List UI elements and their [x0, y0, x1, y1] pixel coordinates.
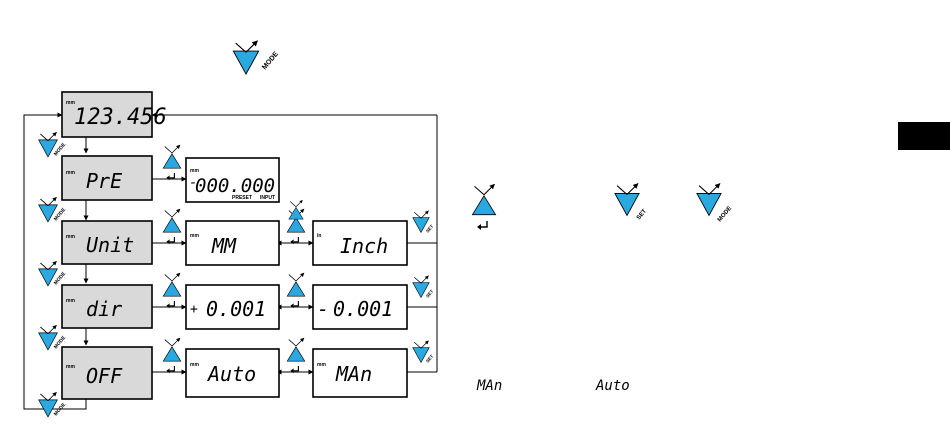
dir-option-minus-value: 0.001 [333, 297, 393, 321]
svg-text:mm: mm [66, 298, 75, 304]
menu-dir-label: dir [86, 297, 122, 321]
enter-button-icon [163, 273, 181, 308]
svg-text:SET: SET [425, 354, 435, 364]
enter-button-icon [287, 338, 305, 373]
enter-button-icon [163, 209, 181, 244]
off-option-man-value: MAn [335, 362, 372, 386]
preset-caption-right: INPUT [260, 195, 275, 201]
enter-button-icon [163, 338, 181, 373]
svg-text:MODE: MODE [261, 50, 280, 71]
unit-option-inch-unit: in [317, 233, 321, 239]
unit-option-mm-value: MM [211, 234, 237, 258]
dir-option-plus-value: 0.001 [206, 297, 266, 321]
menu-unit-label: Unit [86, 233, 134, 257]
enter-button-icon [163, 145, 181, 180]
legend-enter-button-icon [472, 184, 495, 230]
svg-text:MODE: MODE [717, 206, 733, 224]
legend-man-text: MAn [476, 378, 502, 394]
dir-option-plus: + 0.001 [186, 285, 279, 329]
menu-pre: mm PrE [62, 156, 152, 200]
dir-option-minus: - 0.001 [313, 285, 407, 329]
svg-text:mm: mm [66, 170, 75, 176]
main-display-value: 123.456 [74, 105, 167, 130]
preset-caption-left: PRESET [232, 195, 252, 201]
menu-off: mm OFF [62, 347, 152, 399]
dir-option-minus-sign: - [317, 297, 329, 321]
svg-text:mm: mm [317, 362, 326, 368]
off-option-auto-value: Auto [206, 362, 256, 386]
set-button-icon: SET [413, 276, 435, 299]
svg-text:mm: mm [66, 234, 75, 240]
menu-unit: mm Unit [62, 221, 152, 264]
set-button-icon: SET [413, 211, 435, 234]
svg-text:SET: SET [636, 208, 648, 221]
main-display: mm 123.456 [62, 92, 167, 137]
enter-button-icon [289, 200, 303, 219]
unit-option-inch: in Inch [313, 221, 407, 265]
svg-text:mm: mm [190, 233, 199, 239]
mode-button-icon: MODE [39, 261, 68, 286]
legend-set-button-icon: SET [615, 184, 648, 222]
legend-mode-button-icon: MODE [697, 184, 733, 224]
off-option-man: mm MAn [313, 349, 407, 397]
off-option-auto: mm Auto [186, 349, 279, 397]
preset-display: mm - 000.000 PRESET INPUT [186, 158, 279, 202]
svg-text:mm: mm [190, 168, 199, 174]
svg-text:mm: mm [190, 362, 199, 368]
mode-button-icon: MODE [39, 197, 68, 222]
svg-text:SET: SET [425, 224, 435, 234]
unit-option-inch-value: Inch [340, 234, 388, 258]
menu-off-label: OFF [86, 364, 123, 388]
menu-dir: mm dir [62, 285, 152, 328]
page-tab [898, 122, 950, 150]
svg-text:SET: SET [425, 289, 435, 299]
menu-pre-label: PrE [86, 169, 122, 193]
dir-option-plus-sign: + [190, 302, 198, 317]
legend-auto-text: Auto [595, 378, 630, 394]
preset-value: 000.000 [195, 175, 275, 197]
enter-button-icon [287, 273, 305, 308]
unit-option-mm: mm MM [186, 221, 279, 265]
mode-button-icon: MODE [233, 41, 280, 74]
svg-text:mm: mm [66, 364, 75, 370]
set-button-icon: SET [413, 341, 435, 364]
